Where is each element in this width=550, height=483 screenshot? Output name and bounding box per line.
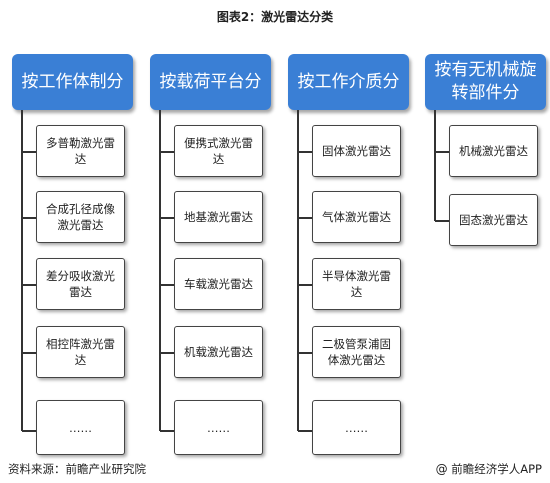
- category-item: 机械激光雷达: [449, 125, 538, 177]
- category-item-ellipsis: ……: [312, 400, 401, 455]
- column-header: 按载荷平台分: [150, 54, 271, 110]
- connector-branch: [298, 217, 312, 219]
- connector-branch: [22, 352, 36, 354]
- connector-branch: [160, 217, 174, 219]
- connector-branch: [22, 151, 36, 153]
- column-mechanical: 按有无机械旋转部件分 机械激光雷达 固态激光雷达: [425, 54, 550, 254]
- connector-line: [159, 110, 161, 431]
- at-symbol: @: [435, 462, 448, 476]
- category-item: 固体激光雷达: [312, 125, 401, 177]
- connector-branch: [298, 284, 312, 286]
- category-item: 气体激光雷达: [312, 191, 401, 243]
- connector-branch: [298, 151, 312, 153]
- category-item: 半导体激光雷达: [312, 258, 401, 310]
- connector-branch: [22, 217, 36, 219]
- category-item: 车载激光雷达: [174, 258, 263, 310]
- brand-credit: @ 前瞻经济学人APP: [436, 461, 542, 477]
- category-item: 差分吸收激光雷达: [36, 258, 125, 310]
- category-item: 合成孔径成像激光雷达: [36, 191, 125, 243]
- category-item: 多普勒激光雷达: [36, 125, 125, 177]
- connector-branch: [160, 352, 174, 354]
- connector-branch: [435, 151, 449, 153]
- category-item: 地基激光雷达: [174, 191, 263, 243]
- connector-branch: [22, 430, 36, 432]
- column-header: 按有无机械旋转部件分: [425, 54, 546, 110]
- category-item: 便携式激光雷达: [174, 125, 263, 177]
- column-platform: 按载荷平台分 便携式激光雷达 地基激光雷达 车载激光雷达 机载激光雷达 ……: [150, 54, 275, 455]
- source-note: 资料来源：前瞻产业研究院: [8, 462, 146, 476]
- connector-line: [21, 110, 23, 431]
- connector-branch: [160, 430, 174, 432]
- connector-branch: [22, 284, 36, 286]
- column-work-system: 按工作体制分 多普勒激光雷达 合成孔径成像激光雷达 差分吸收激光雷达 相控阵激光…: [12, 54, 137, 455]
- connector-line: [434, 110, 436, 221]
- category-item: 固态激光雷达: [449, 194, 538, 246]
- category-item-ellipsis: ……: [174, 400, 263, 455]
- brand-name: 前瞻经济学人APP: [451, 462, 542, 476]
- connector-branch: [298, 430, 312, 432]
- connector-branch: [160, 151, 174, 153]
- column-medium: 按工作介质分 固体激光雷达 气体激光雷达 半导体激光雷达 二极管泵浦固体激光雷达…: [288, 54, 413, 455]
- connector-branch: [435, 220, 449, 222]
- category-item: 相控阵激光雷达: [36, 326, 125, 378]
- connector-line: [297, 110, 299, 431]
- category-item: 机载激光雷达: [174, 326, 263, 378]
- category-item: 二极管泵浦固体激光雷达: [312, 326, 401, 378]
- column-header: 按工作介质分: [288, 54, 409, 110]
- connector-branch: [160, 284, 174, 286]
- chart-title: 图表2：激光雷达分类: [216, 10, 334, 24]
- connector-branch: [298, 352, 312, 354]
- category-item-ellipsis: ……: [36, 400, 125, 455]
- column-header: 按工作体制分: [12, 54, 133, 110]
